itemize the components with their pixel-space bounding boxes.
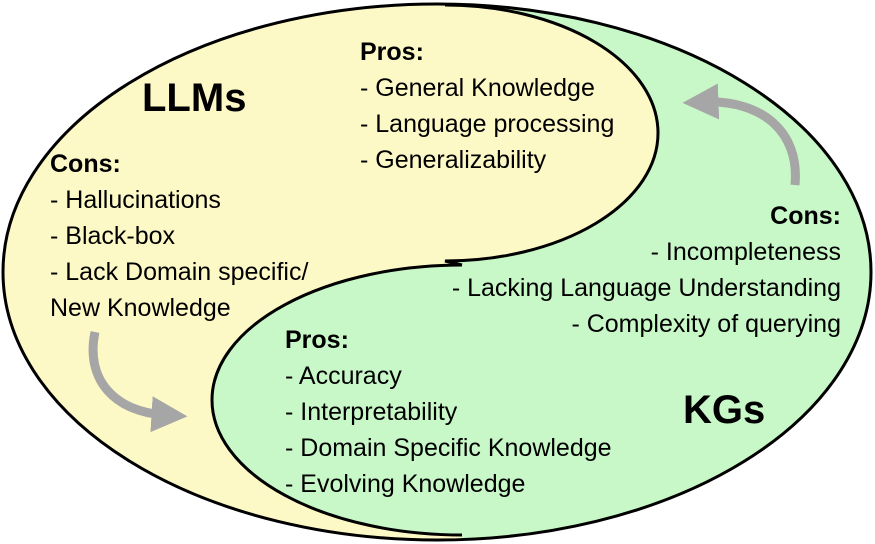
list-item: - Generalizability xyxy=(360,146,547,174)
list-item: - Lack Domain specific/ xyxy=(50,258,309,286)
llms-title: LLMs xyxy=(142,76,247,120)
arrow-llm-to-kg xyxy=(88,331,188,433)
llms-pros: Pros: - General Knowledge - Language pro… xyxy=(360,34,614,178)
list-item: New Knowledge xyxy=(50,294,231,322)
llms-pros-label: Pros: xyxy=(360,38,424,66)
list-item: - Complexity of querying xyxy=(571,310,841,338)
list-item: - Domain Specific Knowledge xyxy=(285,434,612,462)
arrow-kg-to-llm xyxy=(682,83,800,186)
list-item: - Accuracy xyxy=(285,362,402,390)
list-item: - Incompleteness xyxy=(650,238,841,266)
kgs-cons: Cons: - Incompleteness - Lacking Languag… xyxy=(452,198,841,342)
llms-cons: Cons: - Hallucinations - Black-box - Lac… xyxy=(50,146,308,326)
llms-cons-label: Cons: xyxy=(50,150,121,178)
kgs-pros: Pros: - Accuracy - Interpretability - Do… xyxy=(285,322,612,502)
kgs-cons-label: Cons: xyxy=(770,202,841,230)
list-item: - Evolving Knowledge xyxy=(285,470,526,498)
llm-boundary-upper xyxy=(444,4,660,267)
list-item: - Hallucinations xyxy=(50,186,221,214)
list-item: - Interpretability xyxy=(285,398,458,426)
list-item: - Lacking Language Understanding xyxy=(451,274,841,302)
kgs-title: KGs xyxy=(683,388,766,432)
list-item: - Language processing xyxy=(360,110,615,138)
list-item: - Black-box xyxy=(50,222,176,250)
list-item: - General Knowledge xyxy=(360,74,595,102)
kgs-pros-label: Pros: xyxy=(285,326,349,354)
kg-boundary-lower xyxy=(210,263,463,537)
